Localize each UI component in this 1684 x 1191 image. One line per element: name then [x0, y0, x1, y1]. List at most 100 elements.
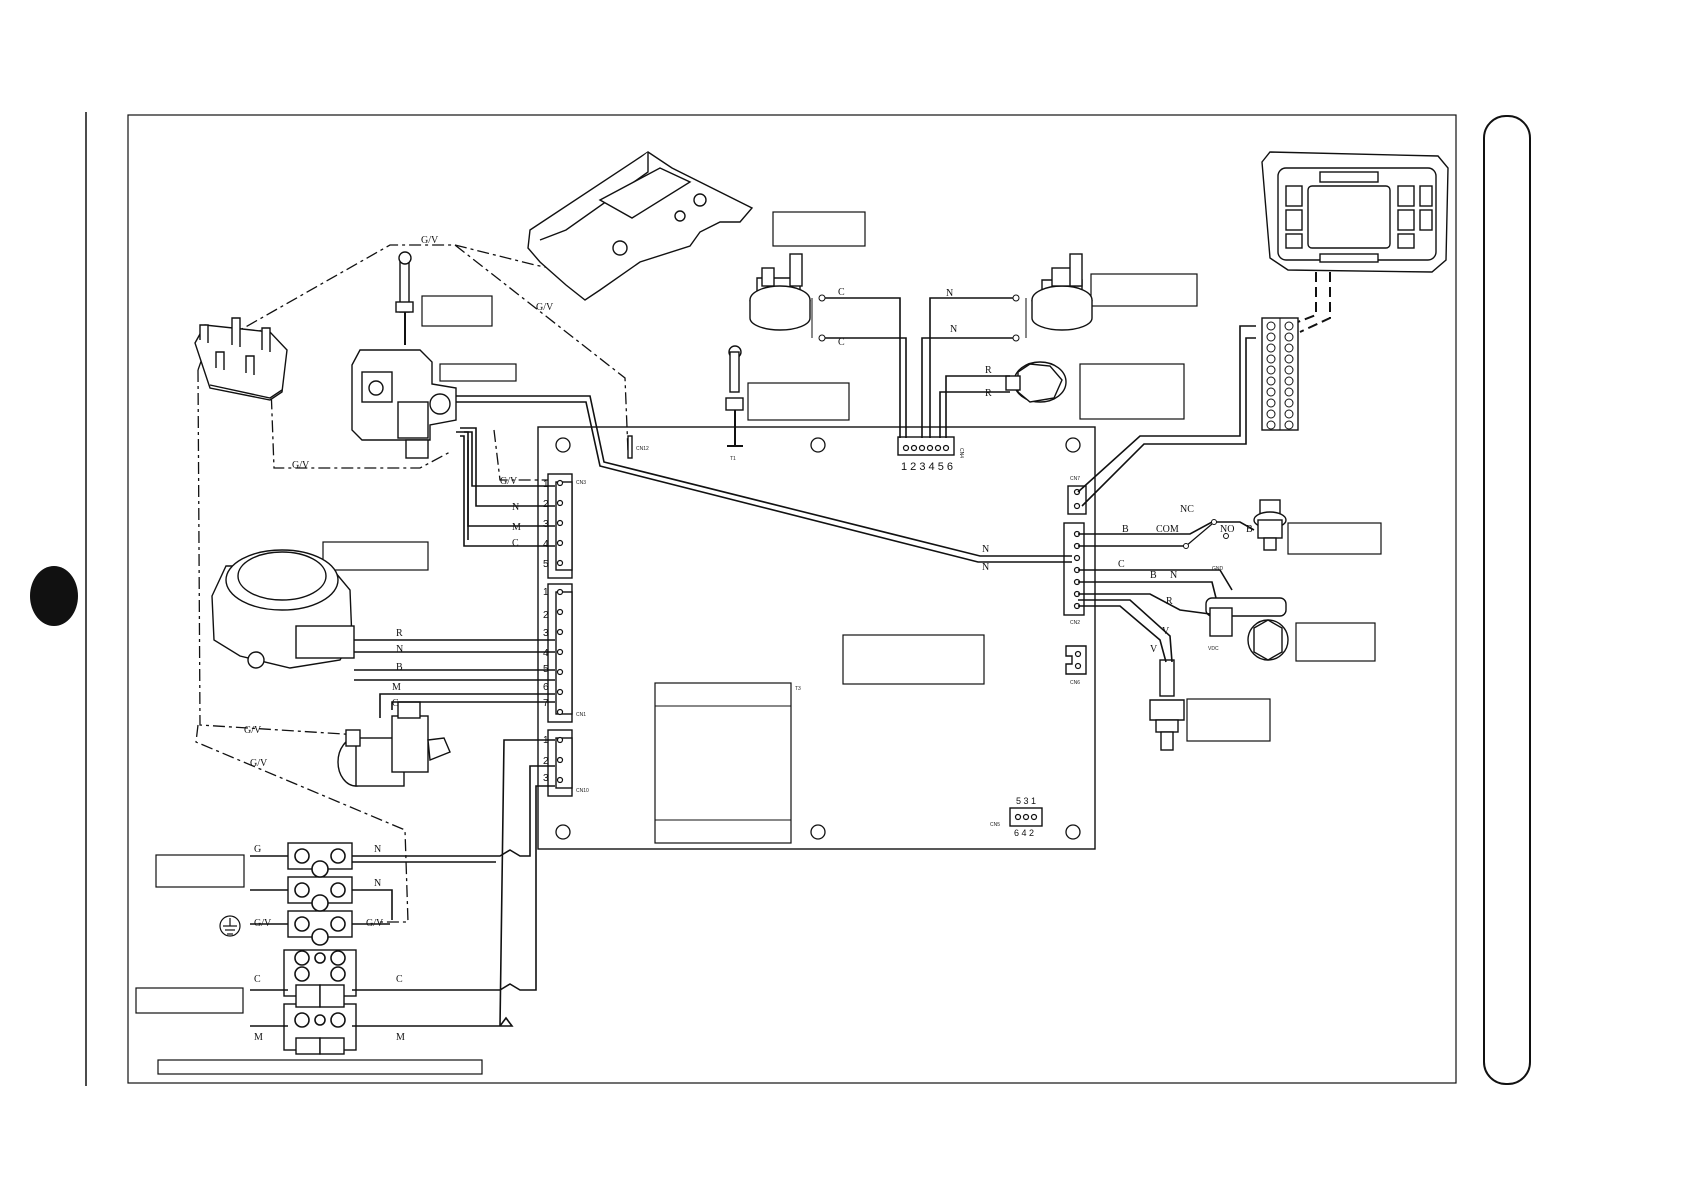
ntc-sensor — [1149, 659, 1185, 751]
cn5-pins — [1014, 813, 1038, 821]
gas-valve — [351, 349, 457, 459]
wire-label-r-4: R — [396, 628, 403, 639]
label-box-fan — [322, 541, 429, 571]
wire-label-c-6: C — [254, 974, 261, 985]
cn3-pin-3: 3 — [543, 519, 549, 530]
wire-label-n-9: N — [374, 878, 381, 889]
wire-label-g-1: G — [254, 844, 261, 855]
wire-label-c-4: C — [1118, 559, 1125, 570]
display-panel — [1261, 151, 1449, 273]
thermostat-wires — [811, 294, 1027, 438]
label-box-flow-sensor — [1295, 622, 1376, 662]
diagram-frame — [127, 114, 1457, 1084]
wire-label-b-2: B — [1246, 524, 1253, 535]
label-box-fume-stat — [1090, 273, 1198, 307]
cn5-pins-top: 5 3 1 — [1016, 796, 1036, 806]
wire-label-n-8: N — [374, 844, 381, 855]
switch-label-no: NO — [1220, 524, 1234, 535]
cn2-label: CN2 — [1070, 620, 1080, 626]
sensing-electrode-label: T1 — [730, 456, 736, 462]
terminal-strip-holes — [1266, 321, 1294, 430]
ignition-connector — [194, 317, 288, 401]
wire-label-b-1: B — [1122, 524, 1129, 535]
wire-label-n-6: N — [1170, 570, 1177, 581]
cn4-label: CN4 — [958, 448, 964, 458]
cn1-pin-6: 6 — [543, 682, 549, 693]
cn10-pin-2: 2 — [543, 756, 549, 767]
label-box-board — [842, 634, 985, 685]
wire-label-n-3: N — [950, 324, 957, 335]
board-mounting-holes — [555, 437, 1081, 840]
label-box-caption — [157, 1059, 483, 1075]
wire-label-gv-4: G/V — [500, 476, 518, 487]
side-tab — [1483, 115, 1531, 1085]
label-boxes — [135, 211, 1382, 1075]
wire-label-v-1: V — [1162, 626, 1170, 637]
control-board — [537, 426, 1096, 850]
wire-label-c-1: C — [512, 538, 519, 549]
cn12-label: CN12 — [636, 446, 649, 452]
fan-pump-wires — [354, 639, 555, 718]
label-box-ntc-sensor — [1186, 698, 1271, 742]
cn1-pins — [556, 588, 564, 716]
wire-label-gv-6: G/V — [250, 758, 268, 769]
wire-label-c-7: C — [396, 974, 403, 985]
cn12-connector — [627, 435, 633, 459]
cn1-pin-3: 3 — [543, 628, 549, 639]
sensor-wires — [1078, 519, 1255, 663]
label-box-water-pressure — [1287, 522, 1382, 555]
cn6-connector — [1065, 645, 1087, 675]
flow-sensor — [1205, 597, 1289, 661]
wire-label-gv-1: G/V — [421, 235, 439, 246]
switch-label-com: COM — [1156, 524, 1179, 535]
label-box-sensing-electrode — [747, 382, 850, 421]
cn5-pins-bottom: 6 4 2 — [1014, 828, 1034, 838]
cn4-connector — [897, 436, 955, 456]
t3-label: T3 — [795, 686, 801, 692]
wire-label-n-1: N — [512, 502, 519, 513]
cn3-pins — [556, 479, 564, 567]
cn6-label: CN6 — [1070, 680, 1080, 686]
wire-label-gv-2: G/V — [536, 302, 554, 313]
cn1-pin-2: 2 — [543, 610, 549, 621]
ignition-electrode — [395, 251, 414, 345]
cn10-pin-3: 3 — [543, 773, 549, 784]
air-pressure-switch — [1005, 361, 1067, 403]
cn3-pin-4: 4 — [543, 539, 549, 550]
fan — [211, 549, 355, 669]
label-box-pressure-switch — [1079, 363, 1185, 420]
cn3-label: CN3 — [576, 480, 586, 486]
burner-manifold — [527, 151, 754, 301]
wire-label-c-3: C — [838, 337, 845, 348]
cn1-pin-4: 4 — [543, 648, 549, 659]
wire-label-r-1: R — [985, 365, 992, 376]
label-box-limit-stat — [772, 211, 866, 247]
gas-valve-wires — [456, 427, 555, 547]
wire-label-m-1: M — [512, 522, 521, 533]
wire-label-n-7: N — [396, 644, 403, 655]
wire-label-gv-7: G/V — [254, 918, 272, 929]
wire-label-c-5: C — [392, 698, 399, 709]
cn10-label: CN10 — [576, 788, 589, 794]
wire-label-gv-5: G/V — [244, 725, 262, 736]
wire-label-n-5: N — [982, 562, 989, 573]
wire-label-gv-3: G/V — [292, 460, 310, 471]
label-box-mains-supply — [155, 854, 245, 888]
cn2-pins — [1073, 530, 1081, 610]
cn7-label: CN7 — [1070, 476, 1080, 482]
cn5-label: CN5 — [990, 822, 1000, 828]
transformer-block — [654, 682, 792, 844]
label-box-ignition-electrode — [421, 295, 493, 327]
cn3-pin-5: 5 — [543, 559, 549, 570]
valve-to-cn2-wires — [456, 395, 1072, 563]
mains-terminal-screws — [294, 848, 346, 1028]
wire-label-m-4: M — [396, 1032, 405, 1043]
cn1-label: CN1 — [576, 712, 586, 718]
wire-label-b-4: B — [396, 662, 403, 673]
cn3-pin-2: 2 — [543, 499, 549, 510]
cn1-pin-7: 7 — [543, 698, 549, 709]
label-box-gas-valve — [439, 363, 517, 382]
cn4-pins — [902, 444, 950, 452]
wire-label-gv-8: G/V — [366, 918, 384, 929]
